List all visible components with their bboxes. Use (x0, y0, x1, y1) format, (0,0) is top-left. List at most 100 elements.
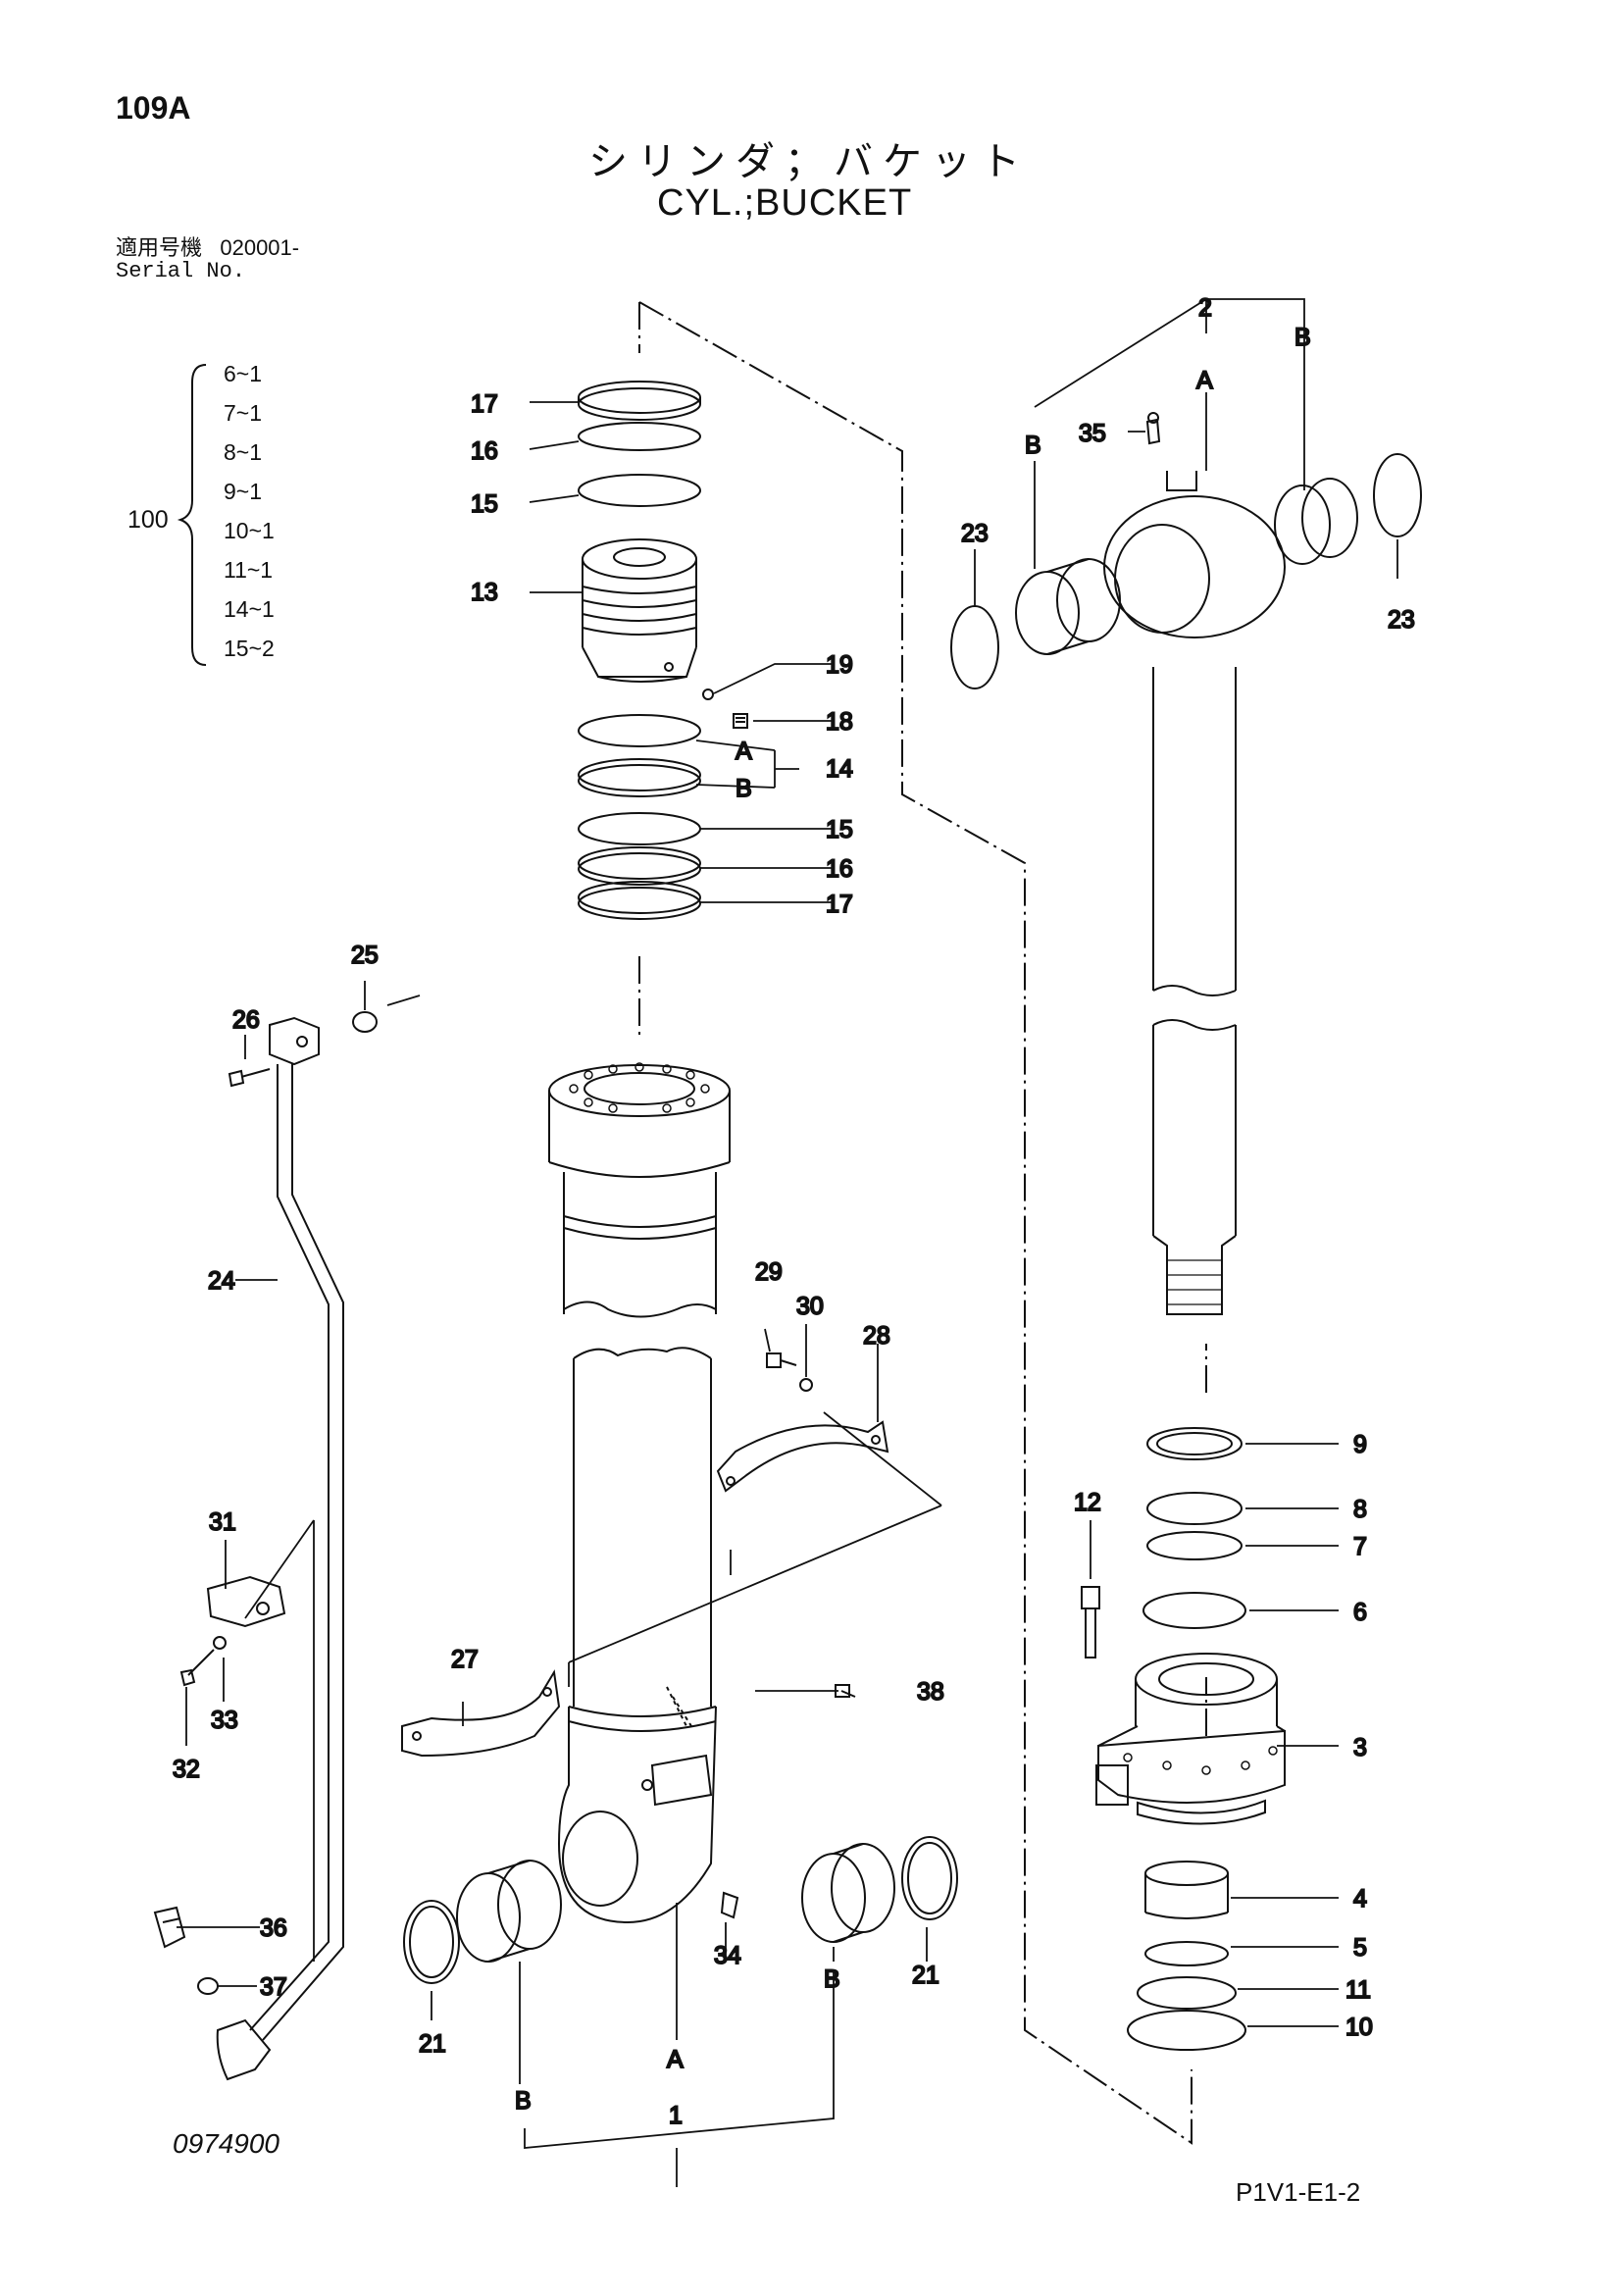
callout-b-left: B (515, 2087, 532, 2115)
callout-17-mid: 17 (826, 891, 853, 918)
bolt-32 (179, 1649, 215, 1687)
washer-33 (213, 1636, 227, 1650)
adapter-36 (153, 1906, 186, 1949)
kit-item: 6~1 (224, 361, 263, 386)
kit-item: 11~1 (224, 557, 274, 583)
seal-23-right (1373, 453, 1422, 537)
callout-28: 28 (863, 1322, 890, 1350)
ring-15-top (578, 474, 701, 507)
page-number: 109A (116, 90, 191, 126)
callout-37: 37 (260, 1973, 287, 2001)
clamp-28 (716, 1420, 889, 1493)
callout-10: 10 (1345, 2014, 1373, 2041)
callout-23-left: 23 (961, 520, 989, 547)
callout-15-top: 15 (471, 490, 498, 518)
callout-5: 5 (1353, 1934, 1367, 1962)
kit-item: 8~1 (224, 439, 263, 465)
title-japanese: シリンダ；バケット (588, 140, 1030, 183)
ring-7 (1146, 1531, 1243, 1560)
callout-a-14: A (736, 738, 752, 765)
oring-37 (197, 1977, 219, 1995)
callout-9: 9 (1353, 1431, 1367, 1458)
kit-item: 15~2 (224, 636, 275, 661)
drawing-number: 0974900 (173, 2128, 280, 2159)
callout-32: 32 (173, 1756, 200, 1783)
serial-value: 020001- (220, 235, 300, 260)
bushing-2-right (1274, 478, 1358, 565)
callout-11: 11 (1345, 1976, 1371, 2004)
kit-brace (177, 364, 207, 666)
callout-15-mid: 15 (826, 816, 853, 843)
leader-lines (177, 298, 1398, 2187)
seal-21-right-inner (907, 1842, 952, 1914)
rod-eye-2 (1103, 471, 1286, 1315)
ring-16-top (578, 422, 701, 451)
pipe-24 (249, 1064, 344, 2041)
bushing-4 (1144, 1861, 1229, 1919)
ball-19 (702, 689, 714, 700)
callout-6: 6 (1353, 1599, 1367, 1626)
oring-11 (1137, 1976, 1237, 2010)
serial-label-en: Serial No. (116, 259, 246, 283)
ring-8 (1146, 1492, 1243, 1525)
serial-label-jp: 適用号機 (116, 235, 203, 260)
callout-a-2: A (1196, 367, 1213, 394)
washer-30 (799, 1378, 813, 1392)
ring-9-inner (1156, 1432, 1233, 1455)
clamp-27 (401, 1669, 561, 1758)
ring-5 (1144, 1941, 1229, 1966)
callout-b-2-left: B (1025, 432, 1041, 459)
kit-item: 7~1 (224, 400, 263, 426)
callout-30: 30 (796, 1293, 824, 1320)
callout-19: 19 (826, 651, 853, 679)
callout-8: 8 (1353, 1496, 1367, 1523)
callout-1: 1 (669, 2102, 683, 2129)
setscrew-18 (733, 713, 748, 729)
flange-fitting-26 (269, 1016, 320, 1066)
oring-25 (352, 1011, 378, 1033)
seal-rings-mid (578, 714, 701, 920)
pipe-clamp-31 (206, 1575, 286, 1628)
elbow-fitting-37 (216, 2018, 272, 2081)
callout-23-right: 23 (1388, 606, 1415, 634)
callout-31: 31 (209, 1508, 236, 1536)
bolt-38 (835, 1684, 856, 1698)
callout-7: 7 (1353, 1533, 1367, 1560)
callout-a-bottom: A (667, 2046, 684, 2073)
piston-13 (582, 538, 697, 683)
callout-numbers: 17 16 15 13 19 18 A B 14 15 16 17 2 A B … (172, 293, 1416, 2130)
callout-14: 14 (826, 755, 853, 783)
callout-21-left: 21 (419, 2030, 446, 2058)
callout-24: 24 (208, 1267, 235, 1295)
seal-21-right (901, 1836, 958, 1920)
callout-3: 3 (1353, 1734, 1367, 1761)
grease-fitting-34 (720, 1891, 739, 1919)
kit-item: 14~1 (224, 596, 275, 622)
callout-26: 26 (232, 1006, 260, 1034)
grease-nipple-35 (1145, 412, 1161, 445)
callout-33: 33 (211, 1707, 238, 1734)
kit-item: 10~1 (224, 518, 275, 543)
callout-21-right: 21 (912, 1962, 939, 1989)
callout-b-right: B (824, 1965, 840, 1993)
serial-label: 適用号機 020001- (116, 235, 299, 261)
assembly-outline (638, 301, 1207, 2145)
bolt-26 (228, 1068, 271, 1088)
bushing-2-left (1015, 558, 1121, 655)
callout-29: 29 (755, 1258, 783, 1286)
callout-25: 25 (351, 942, 379, 969)
rod-cover-3 (1095, 1653, 1286, 1825)
callout-4: 4 (1353, 1885, 1367, 1913)
cylinder-tube-1 (557, 1347, 717, 1924)
callout-2: 2 (1198, 294, 1212, 322)
sheet-id: P1V1-E1-2 (1236, 2177, 1361, 2207)
callout-18: 18 (826, 708, 853, 736)
callout-b-2-right: B (1294, 324, 1311, 351)
seal-21-left (403, 1900, 460, 1984)
cylinder-head (548, 1062, 731, 1318)
title-english: CYL.;BUCKET (657, 182, 913, 224)
callout-38: 38 (917, 1678, 944, 1706)
callout-16-mid: 16 (826, 855, 853, 883)
callout-34: 34 (714, 1942, 741, 1969)
bushing-b-left (456, 1860, 562, 1963)
